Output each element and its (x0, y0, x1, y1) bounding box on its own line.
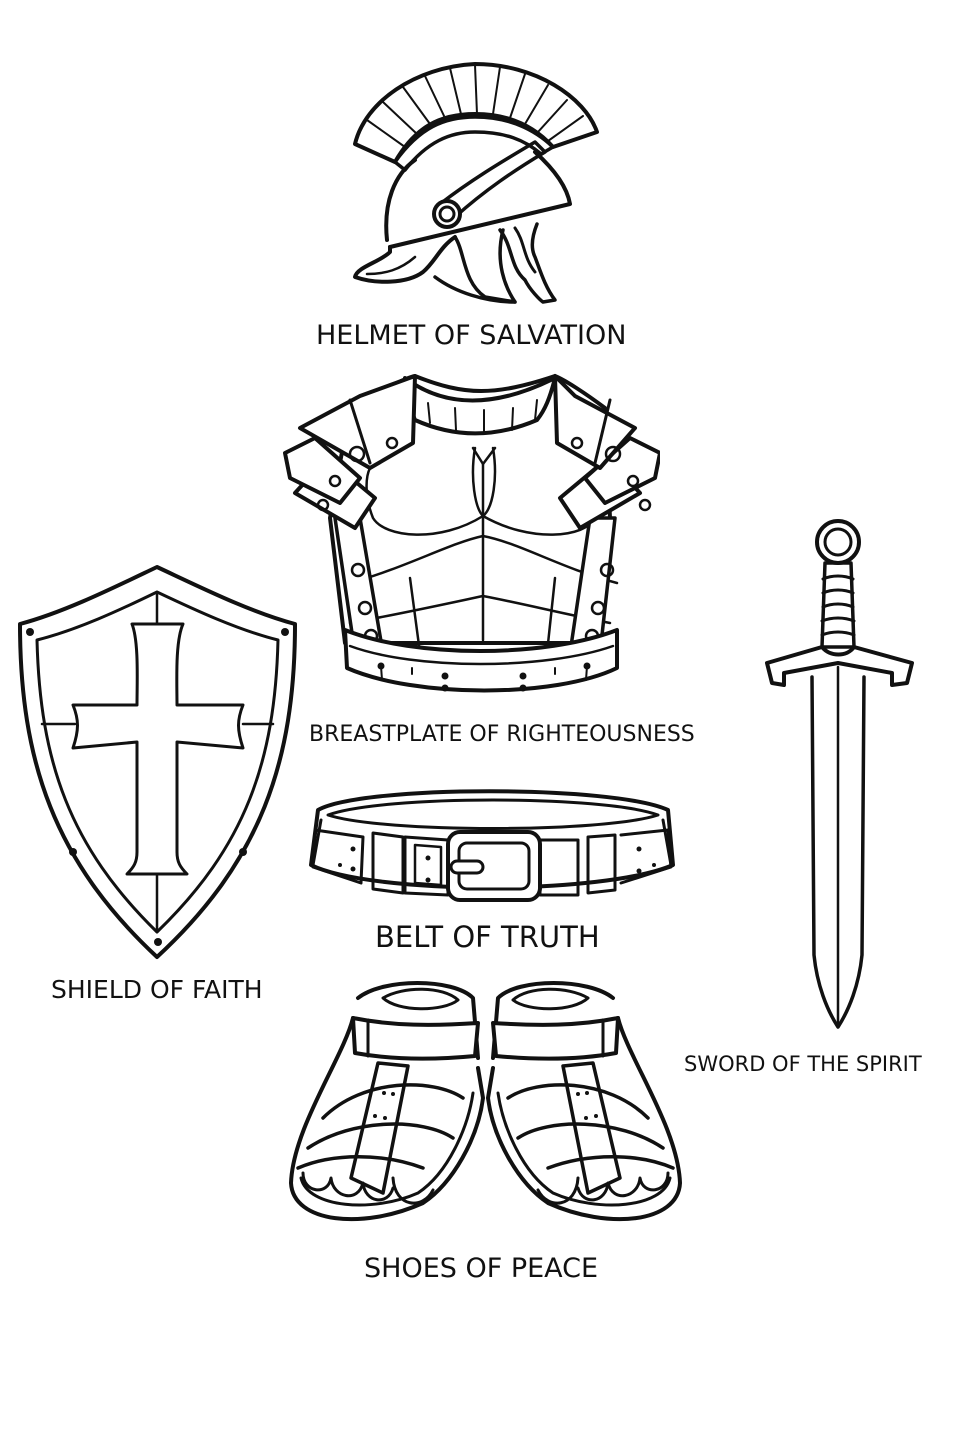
breastplate-icon (265, 368, 660, 700)
belt-icon (303, 785, 680, 905)
roman-helmet-icon (345, 52, 605, 312)
cross-shield-icon (15, 562, 300, 962)
shoes-label: SHOES OF PEACE (364, 1253, 599, 1284)
sword-label: SWORD OF THE SPIRIT (684, 1052, 922, 1076)
sandals-icon (283, 978, 688, 1233)
shield-label: SHIELD OF FAITH (51, 975, 263, 1004)
belt-label: BELT OF TRUTH (375, 920, 600, 954)
sword-icon (762, 515, 917, 1035)
helmet-label: HELMET OF SALVATION (316, 320, 627, 351)
breastplate-label: BREASTPLATE OF RIGHTEOUSNESS (309, 722, 695, 747)
